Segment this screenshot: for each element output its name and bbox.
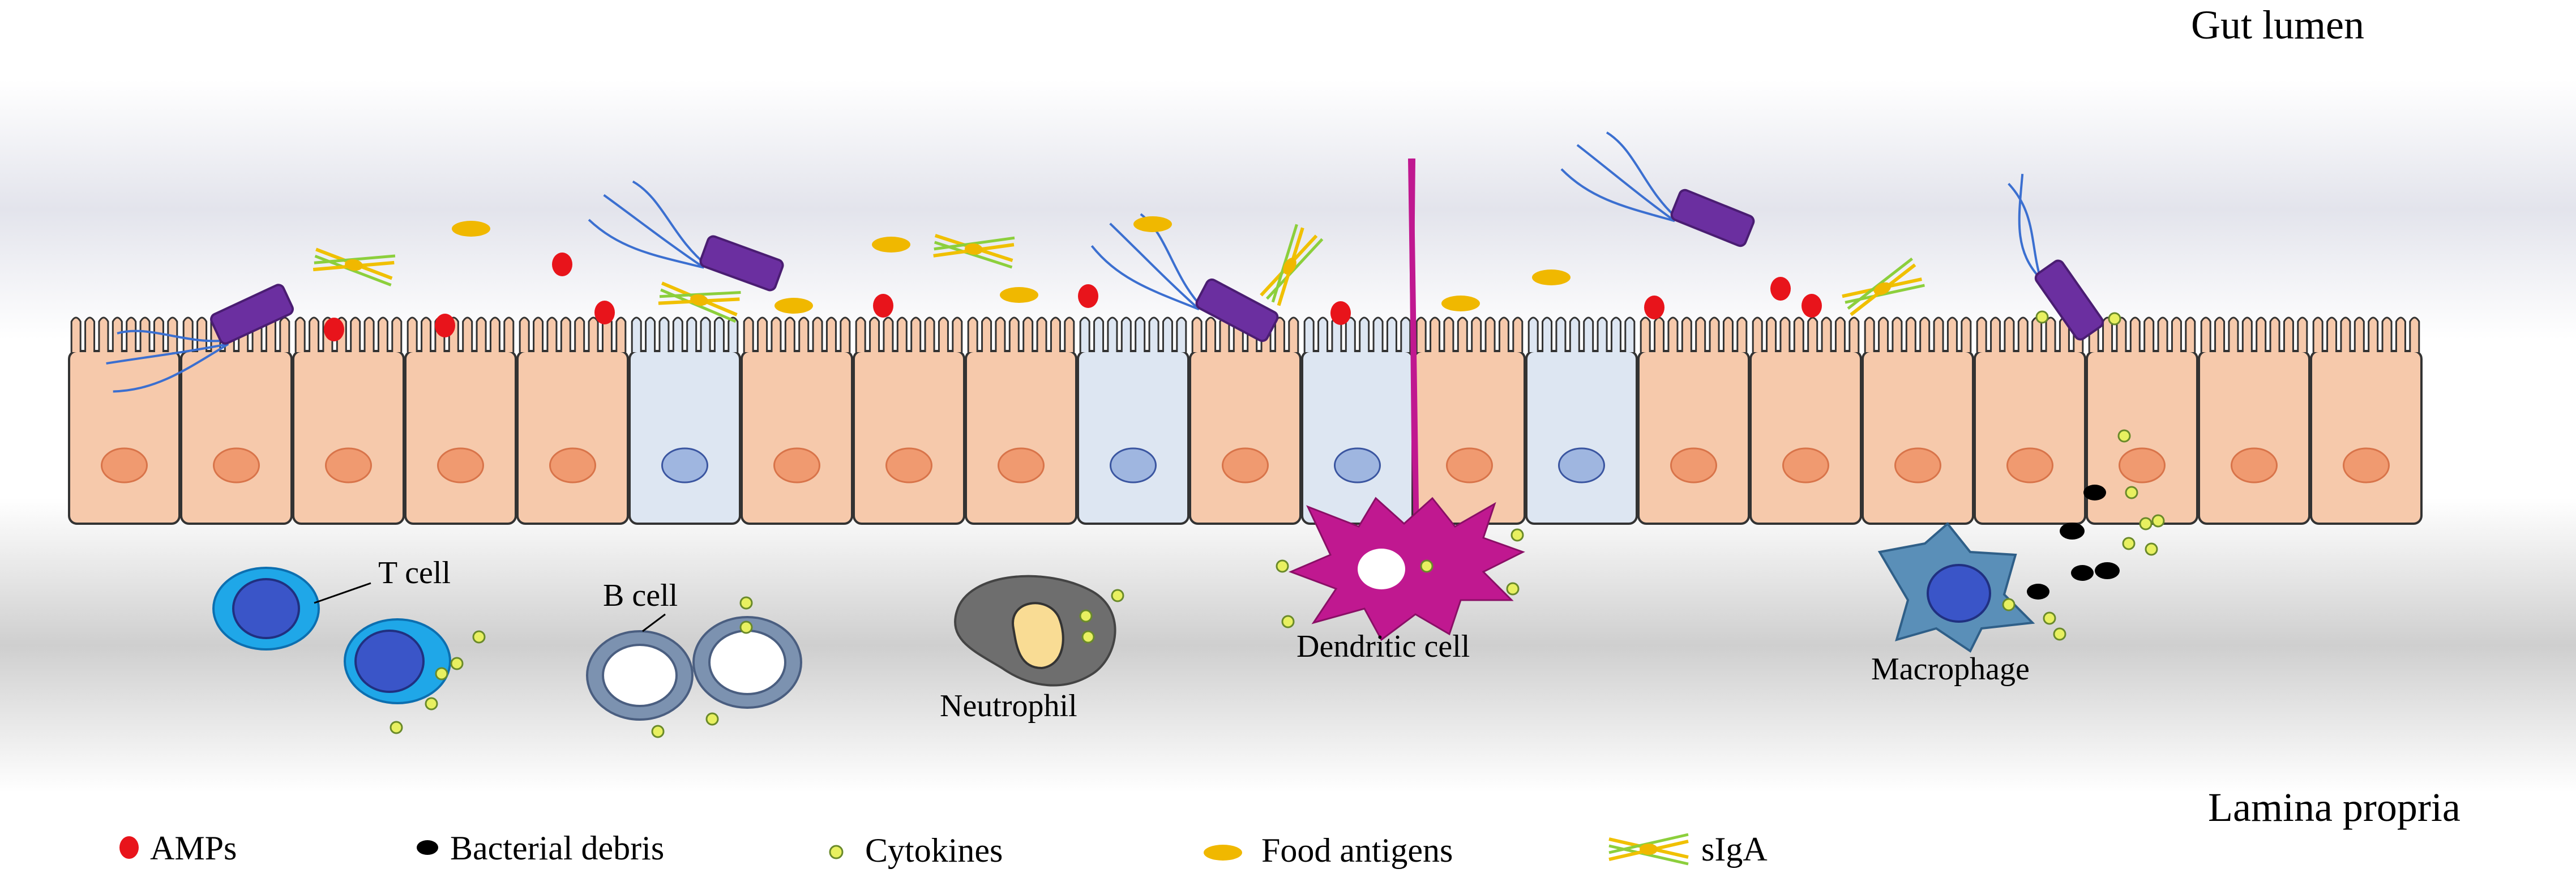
enterocyte [1189,316,1302,525]
legend-item-cytokines: Cytokines [829,832,1003,869]
food-antigens [452,216,1571,314]
enterocyte [1862,316,1974,525]
enterocyte [2198,316,2310,525]
t-cell-label: T cell [378,555,451,590]
svg-text:Food antigens: Food antigens [1261,832,1453,869]
epithelial-layer [68,316,2423,525]
cytokines-epithelial [2035,310,2165,556]
legend-item-bacterial-debris: Bacterial debris [417,829,664,867]
cytokine-icon [829,845,844,859]
goblet-cell [1525,316,1638,525]
enterocyte [516,316,629,525]
dendritic-cell-label: Dendritic cell [1296,629,1470,664]
goblet-cell [1301,316,1414,525]
enterocyte [180,316,293,525]
food-antigen-icon [1204,845,1242,861]
enterocyte [1413,316,1526,525]
lumen-contents [90,121,2104,403]
lumen-background [0,79,2576,340]
dendritic-cell [1288,497,1525,641]
legend-item-siga: sIgA [1609,831,1768,868]
enterocyte [2310,316,2423,525]
svg-text:Cytokines: Cytokines [865,832,1003,869]
enterocyte [1974,316,2086,525]
neutrophil-label: Neutrophil [940,688,1077,724]
enterocyte [1749,316,1862,525]
b-cell-group: B cell [586,578,802,738]
enterocyte [1637,316,1750,525]
dendrite-probe-tip [1409,159,1415,498]
siga-icon [1609,835,1688,864]
enterocyte [741,316,853,525]
goblet-cell [1077,316,1189,525]
black-dot-icon [417,840,438,855]
enterocyte [965,316,1077,525]
dendritic-cell-group: Dendritic cell [1276,497,1525,664]
goblet-cell [628,316,741,525]
bacterial-debris [2027,485,2120,600]
legend-item-food-antigens: Food antigens [1204,832,1453,869]
legend: AMPs Bacterial debris Cytokines Food ant… [119,829,1768,869]
lamina-propria-label: Lamina propria [2208,785,2461,830]
enterocyte [853,316,965,525]
bacterium [2008,174,2104,341]
svg-text:sIgA: sIgA [1701,831,1768,868]
legend-item-amps: AMPs [119,829,237,867]
gut-lumen-label: Gut lumen [2191,2,2364,48]
b-cell-label: B cell [603,578,678,613]
enterocyte [68,316,181,525]
macrophage-group: Macrophage [1871,522,2066,687]
t-cell-group: T cell [212,555,486,734]
neutrophil-group: Neutrophil [940,575,1124,724]
svg-text:Bacterial debris: Bacterial debris [450,829,664,867]
enterocyte [292,316,405,525]
svg-text:AMPs: AMPs [150,829,237,867]
enterocyte [2086,316,2198,525]
macrophage-label: Macrophage [1871,652,2030,687]
enterocyte [404,316,517,525]
amps [324,253,1822,341]
red-dot-icon [119,836,139,859]
